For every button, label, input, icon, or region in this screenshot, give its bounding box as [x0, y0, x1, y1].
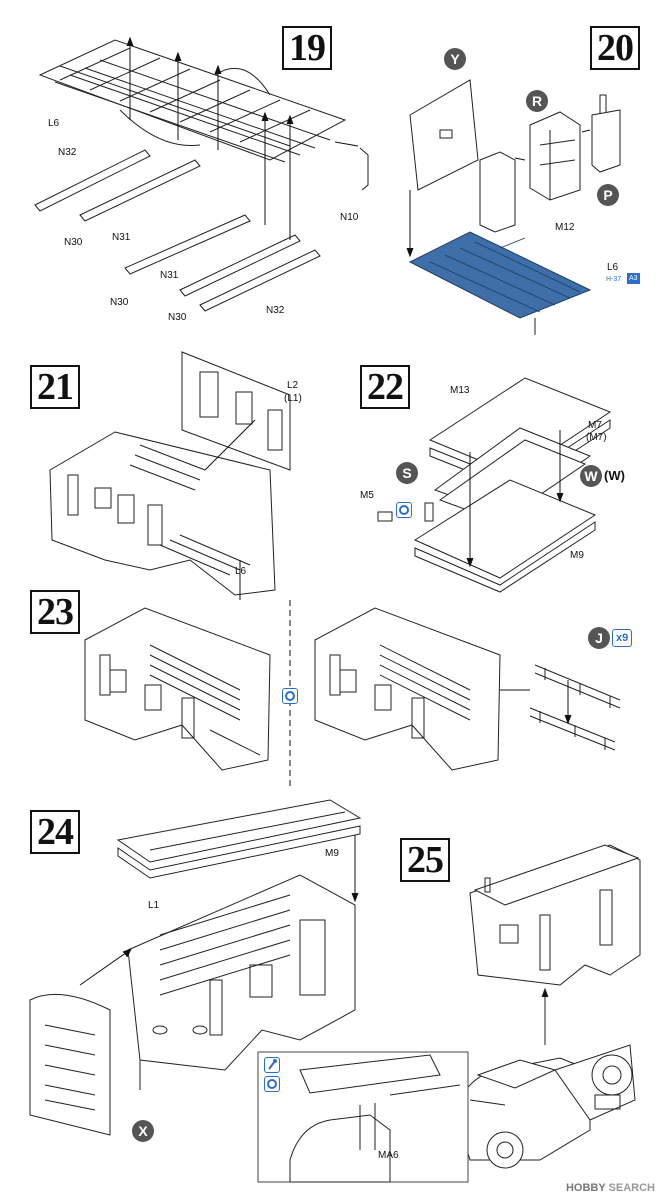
part-label: M5 — [360, 490, 374, 501]
glue-icon — [396, 502, 412, 518]
part-label: (L1) — [284, 393, 302, 404]
part-callout-j: J — [588, 627, 610, 649]
step-number-24: 24 — [30, 810, 80, 854]
glue-icon — [264, 1076, 280, 1092]
step23-body-right — [314, 607, 501, 771]
step24-rear-panel — [29, 993, 111, 1136]
step-number-21: 21 — [30, 365, 80, 409]
step20-bracket — [591, 94, 621, 173]
step23-rack-parts — [529, 664, 621, 751]
part-label: L1 — [148, 900, 160, 911]
paint-icon — [264, 1057, 280, 1073]
part-label: N31 — [112, 232, 131, 243]
step-number-22: 22 — [360, 365, 410, 409]
step19-rails — [34, 147, 369, 312]
part-label: N30 — [110, 297, 129, 308]
part-label: N10 — [340, 212, 359, 223]
part-label: N32 — [58, 147, 77, 158]
watermark-brand: HOBBY — [565, 1182, 606, 1194]
paint-badge: A3 — [627, 273, 640, 284]
step20-panel — [409, 79, 479, 191]
part-label: M12 — [555, 222, 575, 233]
part-callout-r: R — [526, 90, 548, 112]
part-callout-s: S — [396, 462, 418, 484]
step21-body — [49, 351, 291, 596]
part-label: L6 — [235, 566, 247, 577]
part-label: (W) — [604, 468, 625, 483]
step-number-19: 19 — [282, 26, 332, 70]
part-label: M9 — [325, 848, 339, 859]
part-callout-p: P — [597, 184, 619, 206]
part-label: M7 — [588, 420, 602, 431]
step24-body — [127, 874, 356, 1090]
quantity-multiplier: x9 — [612, 629, 633, 647]
step24-roof — [116, 799, 362, 879]
step20-box — [479, 151, 516, 233]
part-label: MA6 — [378, 1150, 399, 1161]
part-label: N31 — [160, 270, 179, 281]
step23-body-left — [84, 607, 271, 771]
part-label: N30 — [64, 237, 83, 248]
part-callout-x: X — [132, 1120, 154, 1142]
step25-box-body — [469, 844, 641, 986]
step19-floor-frame — [38, 39, 347, 163]
watermark: HOBBY SEARCH — [566, 1182, 655, 1194]
step-number-25: 25 — [400, 838, 450, 882]
part-callout-y: Y — [444, 48, 466, 70]
step-number-20: 20 — [590, 26, 640, 70]
step20-floor-highlight — [408, 231, 592, 319]
watermark-suffix: SEARCH — [608, 1182, 655, 1194]
glue-icon — [282, 688, 298, 704]
part-label: L6 — [48, 118, 60, 129]
part-label: M9 — [570, 550, 584, 561]
part-callout-w: W — [580, 465, 602, 487]
part-label: (M7) — [586, 432, 607, 443]
part-label: N30 — [168, 312, 187, 323]
step20-shelf-unit — [529, 111, 581, 201]
paint-code-label: H-37 — [606, 276, 622, 283]
step-number-23: 23 — [30, 590, 80, 634]
step25-callout — [257, 1051, 506, 1183]
step25-truck — [454, 987, 636, 1169]
part-label: N32 — [266, 305, 285, 316]
part-label: L6 — [607, 262, 619, 273]
step22-roof-stack — [377, 377, 612, 593]
part-label: M13 — [450, 385, 470, 396]
part-label: L2 — [287, 380, 299, 391]
